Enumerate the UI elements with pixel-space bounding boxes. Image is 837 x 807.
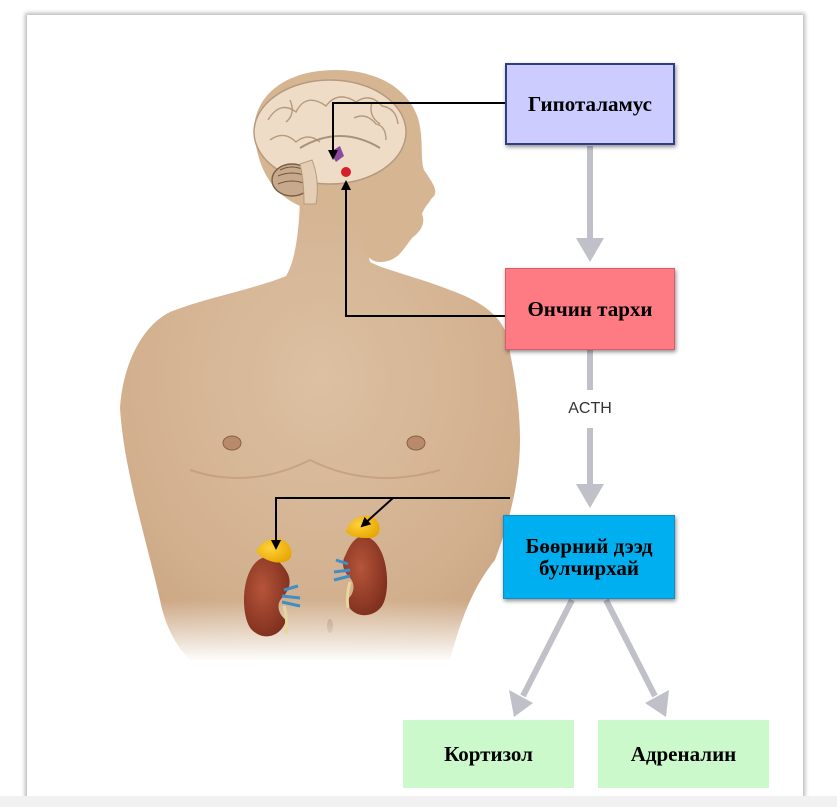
pituitary-gland	[341, 167, 351, 177]
brain	[253, 79, 407, 185]
left-adrenal-gland	[256, 538, 292, 563]
arrow-to-cortisol-head	[509, 690, 533, 717]
adrenal-gland-box: Бөөрний дээд булчирхай	[503, 515, 675, 599]
chest-contour	[189, 458, 441, 479]
brainstem	[299, 159, 318, 205]
hypothalamus-box: Гипоталамус	[505, 63, 675, 145]
arrow-to-adrenaline	[603, 598, 658, 698]
right-nipple	[406, 435, 426, 451]
pituitary-label: Өнчин тархи	[527, 297, 653, 321]
left-kidney-group	[243, 538, 301, 637]
torso	[120, 190, 520, 660]
hypothalamus-connector	[328, 102, 505, 160]
left-nipple	[222, 435, 242, 451]
pituitary-box: Өнчин тархи	[505, 268, 675, 350]
cortisol-box: Кортизол	[403, 720, 574, 788]
adrenaline-label: Адреналин	[630, 742, 737, 766]
cortisol-label: Кортизол	[444, 742, 533, 766]
bottom-strip	[0, 796, 837, 807]
adrenal-gland-label: Бөөрний дээд булчирхай	[525, 534, 653, 580]
right-renal-vessels	[333, 558, 351, 582]
hypothalamus-label: Гипоталамус	[527, 92, 652, 116]
arrow-hypo-to-pituitary-head	[576, 238, 604, 262]
adrenal-connector-left	[271, 497, 393, 550]
pituitary-connector	[341, 180, 505, 317]
arrow-to-cortisol	[520, 598, 575, 698]
left-kidney	[243, 556, 290, 637]
arrow-to-adrenaline-head	[645, 690, 669, 717]
corpus-callosum	[299, 135, 381, 149]
flow-arrows	[509, 146, 669, 717]
left-renal-vessels	[281, 584, 301, 608]
human-body	[120, 69, 520, 662]
right-ureter	[345, 581, 352, 609]
right-kidney	[343, 536, 388, 616]
left-ureter	[282, 605, 289, 635]
brain-folds	[267, 96, 399, 143]
acth-arrow-label: ACTH	[568, 400, 612, 417]
adrenaline-box: Адреналин	[598, 720, 769, 788]
arrow-pituitary-to-adrenal-head	[576, 484, 604, 508]
